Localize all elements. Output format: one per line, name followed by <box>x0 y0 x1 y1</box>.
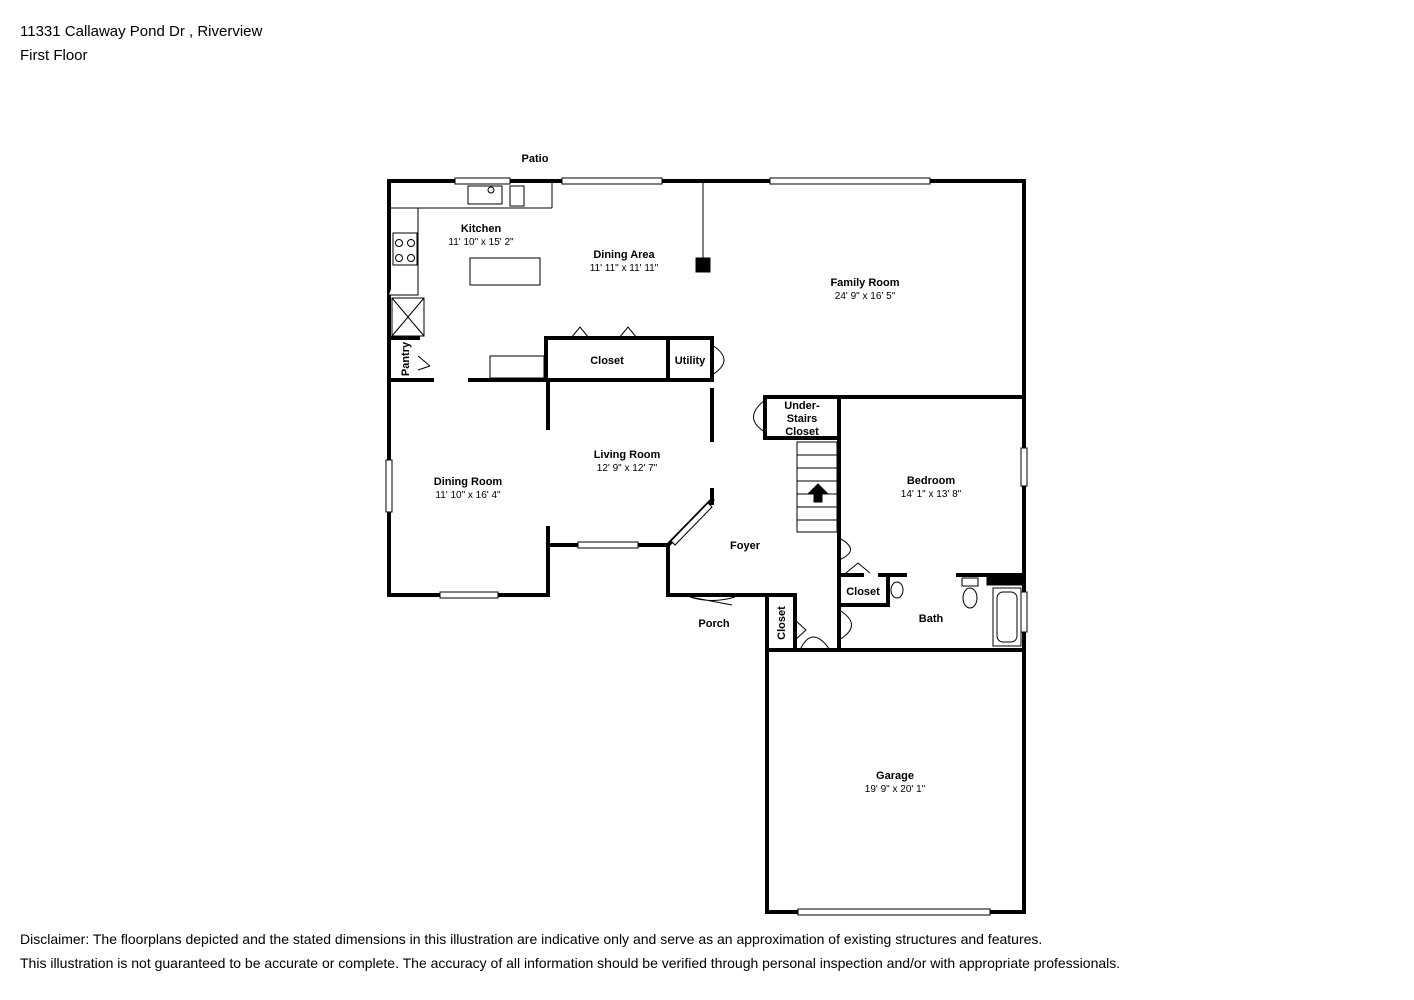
room-label-porch: Porch <box>698 618 729 630</box>
door-bath <box>838 609 852 641</box>
room-label-family-room: Family Room <box>830 277 899 289</box>
room-label-living-room: Living Room <box>594 449 661 461</box>
property-address: 11331 Callaway Pond Dr , Riverview <box>20 23 263 40</box>
door-foyer-closet <box>794 619 807 641</box>
room-dims-kitchen: 11' 10" x 15' 2" <box>448 237 514 248</box>
stairs-up-arrow-icon <box>806 483 830 503</box>
refrigerator-x-icon <box>391 297 425 337</box>
kitchen-sink <box>467 185 503 205</box>
vanity-sink <box>890 581 904 599</box>
door-garage <box>799 636 831 651</box>
toilet-tank <box>961 577 979 587</box>
toilet-bowl <box>962 587 978 609</box>
room-label-closet: Closet <box>590 355 624 367</box>
door-bedroom-closet <box>845 562 871 574</box>
room-dims-living-room: 12' 9" x 12' 7" <box>597 463 658 474</box>
door-utility <box>711 344 725 376</box>
room-label-understairs-1: Under- <box>784 400 820 412</box>
counter-stub <box>489 355 545 379</box>
door-closet-left <box>570 326 590 339</box>
windows <box>385 177 1028 916</box>
room-label-pantry: Pantry <box>400 341 412 376</box>
window-kitchen-north <box>454 177 511 185</box>
room-labels: Patio Kitchen 11' 10" x 15' 2" Dining Ar… <box>400 153 962 795</box>
room-label-understairs-3: Closet <box>785 426 819 438</box>
kitchen-island <box>469 257 541 286</box>
room-dims-dining-area: 11' 11" x 11' 11" <box>590 263 659 274</box>
window-dining-south <box>439 591 499 599</box>
bathtub-basin <box>996 591 1018 643</box>
room-label-bath: Bath <box>919 613 944 625</box>
room-label-bath-closet: Closet <box>846 586 880 598</box>
water-heater-block <box>986 574 1025 586</box>
door-bedroom <box>838 537 851 561</box>
kitchen-counter <box>389 181 553 296</box>
window-bay-diagonal <box>670 502 713 546</box>
window-bath-east <box>1020 591 1028 633</box>
window-dining-slider <box>561 177 663 185</box>
room-label-utility: Utility <box>675 355 706 367</box>
disclaimer-line-2: This illustration is not guaranteed to b… <box>20 955 1121 971</box>
faucet-icon <box>487 186 495 194</box>
door-understairs <box>753 399 766 433</box>
window-dining-west <box>385 459 393 513</box>
room-label-patio: Patio <box>522 153 549 165</box>
room-label-foyer-closet: Closet <box>776 606 788 640</box>
room-dims-bedroom: 14' 1" x 13' 8" <box>901 489 962 500</box>
fixtures <box>389 181 1025 647</box>
room-label-kitchen: Kitchen <box>461 223 502 235</box>
doors <box>417 326 871 651</box>
floor-label: First Floor <box>20 47 88 64</box>
door-pantry <box>417 355 431 371</box>
disclaimer-line-1: Disclaimer: The floorplans depicted and … <box>20 931 1043 947</box>
staircase <box>796 441 838 533</box>
burner-icon <box>407 239 415 247</box>
room-label-dining-room: Dining Room <box>434 476 503 488</box>
burner-icon <box>395 254 403 262</box>
room-label-bedroom: Bedroom <box>907 475 956 487</box>
window-bedroom-east <box>1020 447 1028 487</box>
room-label-understairs-2: Stairs <box>787 413 818 425</box>
room-dims-family-room: 24' 9" x 16' 5" <box>835 291 896 302</box>
burner-icon <box>395 239 403 247</box>
garage-door <box>797 908 991 916</box>
room-dims-dining-room: 11' 10" x 16' 4" <box>435 490 501 501</box>
door-front <box>689 596 736 606</box>
support-column <box>695 257 711 273</box>
window-family-slider <box>769 177 931 185</box>
dishwasher <box>509 185 525 207</box>
window-bay-south <box>577 541 639 549</box>
door-closet-right <box>618 326 638 339</box>
room-dims-garage: 19' 9" x 20' 1" <box>865 784 926 795</box>
walls <box>387 179 1026 914</box>
burner-icon <box>407 254 415 262</box>
room-label-foyer: Foyer <box>730 540 761 552</box>
room-label-dining-area: Dining Area <box>593 249 655 261</box>
room-label-garage: Garage <box>876 770 914 782</box>
